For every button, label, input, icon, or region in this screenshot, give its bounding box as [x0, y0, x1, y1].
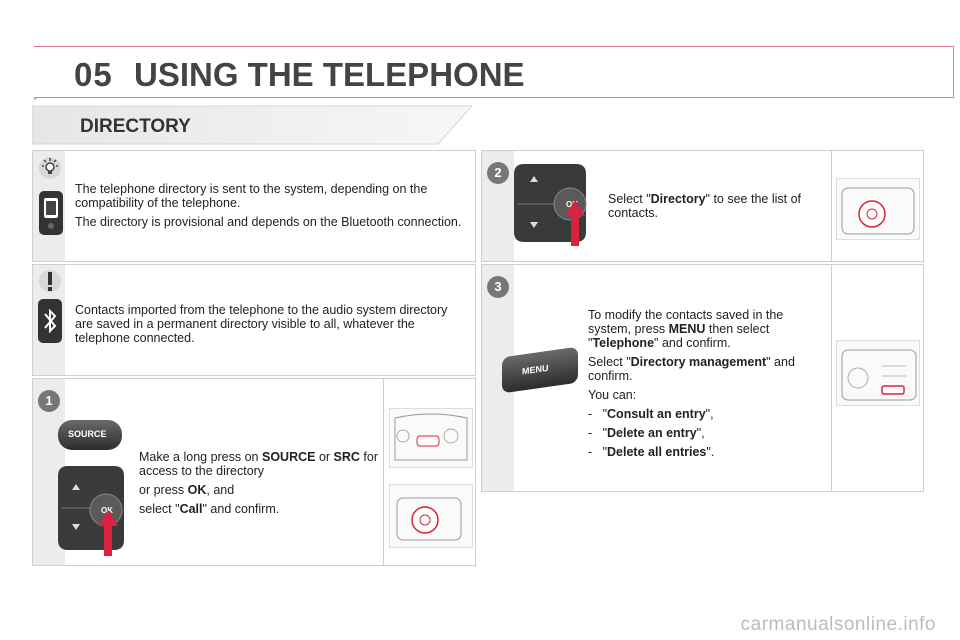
step2-divider: [831, 150, 832, 262]
info-paragraph-1: The telephone directory is sent to the s…: [75, 182, 428, 210]
list-item: - "Consult an entry",: [588, 407, 714, 421]
dashboard-source-inset: [389, 408, 473, 468]
ok-label: OK: [101, 506, 113, 515]
source-button[interactable]: SOURCE: [58, 420, 122, 450]
step3-badge: 3: [487, 276, 509, 298]
ok-label-2: OK: [566, 200, 578, 209]
lightbulb-icon: [39, 157, 61, 179]
red-arrow-up-icon: [98, 510, 118, 556]
dashboard-menu-inset: [836, 340, 920, 406]
watermark: carmanualsonline.info: [740, 614, 936, 635]
list-item: - "Delete an entry",: [588, 426, 705, 440]
menu-button-label: MENU: [522, 362, 549, 377]
step3-text: To modify the contacts saved in the syst…: [588, 308, 818, 464]
step1-divider: [383, 378, 384, 566]
step3-divider: [831, 264, 832, 492]
info-paragraph-2: The directory is provisional and depends…: [75, 215, 462, 229]
header-bar: [34, 46, 954, 98]
dashboard-ok-inset-2: [836, 178, 920, 240]
step1-badge: 1: [38, 390, 60, 412]
info-text: The telephone directory is sent to the s…: [75, 182, 467, 234]
chapter-number: 05: [74, 56, 113, 93]
section-title: DIRECTORY: [80, 116, 191, 137]
step1-text: Make a long press on SOURCE or SRC for a…: [139, 450, 379, 516]
ok-rocker-control-2[interactable]: [510, 160, 600, 246]
exclamation-icon: [39, 270, 61, 292]
step2-text: Select "Directory" to see the list of co…: [608, 192, 802, 220]
info-panel: [32, 150, 476, 262]
warning-panel: [32, 264, 476, 376]
bluetooth-icon: [38, 299, 62, 343]
red-arrow-up-icon-2: [565, 200, 585, 246]
list-item: - "Delete all entries".: [588, 445, 715, 459]
dashboard-ok-inset: [389, 484, 473, 548]
mobile-phone-icon: [39, 191, 63, 235]
ok-rocker-control[interactable]: [54, 462, 134, 554]
warning-text: Contacts imported from the telephone to …: [75, 303, 448, 345]
source-button-label: SOURCE: [68, 429, 107, 439]
section-title-bar: [32, 105, 474, 145]
step2-badge: 2: [487, 162, 509, 184]
chapter-title: USING THE TELEPHONE: [134, 56, 525, 93]
